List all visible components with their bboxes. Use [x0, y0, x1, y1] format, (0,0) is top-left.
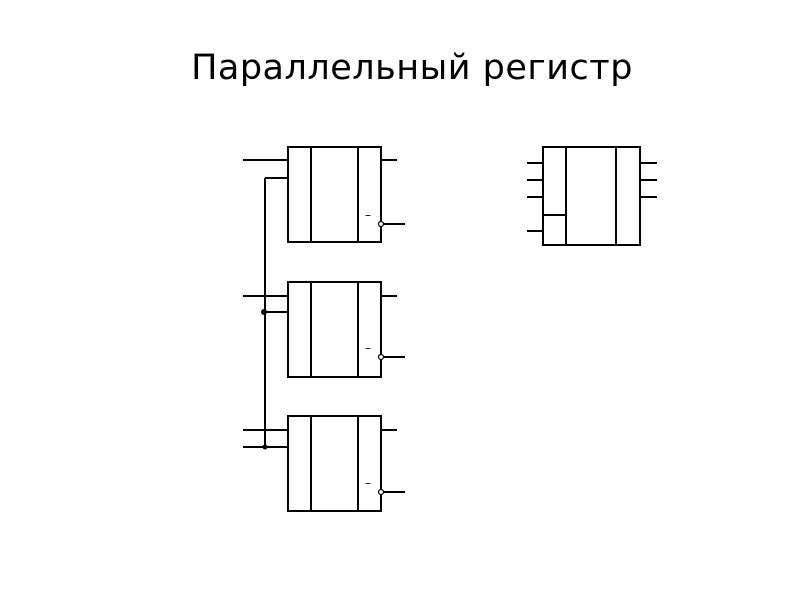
flip-flop-2-inverted-mark: – — [365, 341, 371, 355]
flip-flop-1-inverted-mark: – — [365, 208, 371, 222]
flip-flop-1: – — [243, 146, 405, 243]
flip-flop-2-bus-junction — [261, 309, 267, 315]
flip-flop-2: – — [243, 281, 405, 378]
flip-flop-2-inversion-bubble — [377, 353, 385, 361]
flip-flop-3-inversion-bubble — [377, 488, 385, 496]
flip-flop-3: – — [243, 415, 405, 512]
register-symbol — [527, 146, 657, 246]
register-symbol-body — [542, 146, 641, 246]
flip-flop-1-body — [287, 146, 382, 243]
flip-flop-1-inversion-bubble — [377, 220, 385, 228]
slide-title: Параллельный регистр — [191, 48, 633, 88]
flip-flop-3-bus-junction — [262, 444, 268, 450]
flip-flop-3-body — [287, 415, 382, 512]
flip-flop-3-inverted-mark: – — [365, 476, 371, 490]
flip-flop-2-body — [287, 281, 382, 378]
